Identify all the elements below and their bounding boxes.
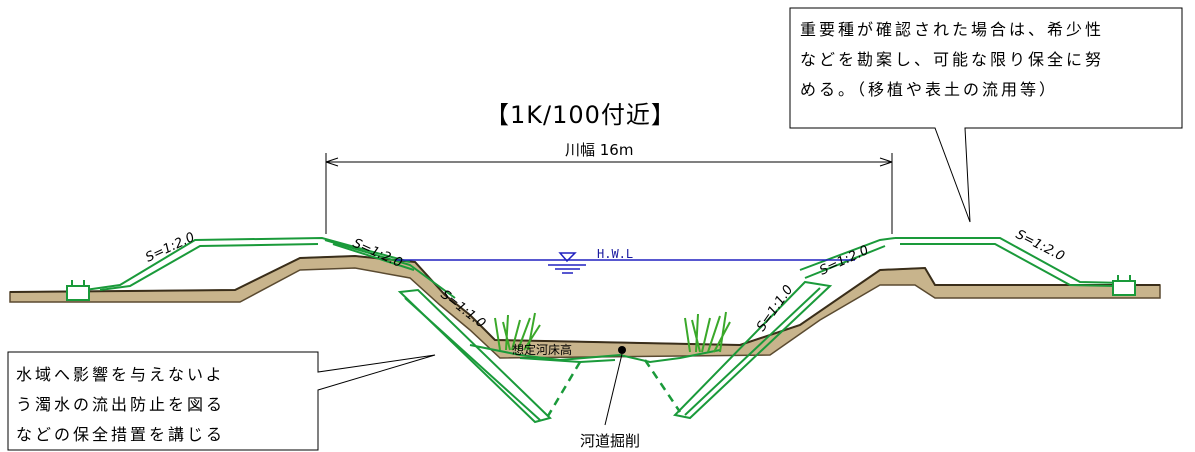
- callout-left-line-2: う濁水の流出防止を図る: [16, 395, 225, 414]
- callout-right-line-2: などを勘案し、可能な限り保全に努: [800, 50, 1104, 69]
- callout-left-line-1: 水域へ影響を与えないよ: [16, 365, 225, 384]
- excavation-label: 河道掘削: [580, 432, 640, 450]
- vegetation-left: [494, 312, 541, 351]
- excavation-dashes: [546, 359, 682, 417]
- callout-right-line-3: める。（移植や表土の流用等）: [800, 80, 1058, 99]
- callout-right: 重要種が確認された場合は、希少性 などを勘案し、可能な限り保全に努 める。（移植…: [789, 7, 1183, 223]
- river-width-label: 川幅 16m: [565, 141, 633, 159]
- section-title: 【1K/100付近】: [485, 101, 676, 129]
- ground-top-line: [9, 254, 1160, 347]
- river-width-dimension: [325, 153, 893, 234]
- excavation-leader: [604, 353, 623, 426]
- drain-pits: [66, 275, 1136, 301]
- callout-right-line-1: 重要種が確認された場合は、希少性: [800, 20, 1104, 39]
- hwl-symbol: [548, 252, 586, 274]
- bed-height-label: 想定河床高: [512, 342, 572, 357]
- vegetation-right: [684, 311, 731, 353]
- slope-label-right-lower: S=1:1.0: [754, 283, 796, 335]
- slope-label-left-outer: S=1:2.0: [143, 230, 197, 266]
- hwl-label: H.W.L: [597, 247, 633, 261]
- slope-label-right-inner: S=1:2.0: [817, 243, 871, 279]
- callout-left: 水域へ影響を与えないよ う濁水の流出防止を図る などの保全措置を講じる: [7, 351, 436, 451]
- bed-point-marker: [618, 346, 626, 354]
- callout-left-line-3: などの保全措置を講じる: [16, 425, 225, 444]
